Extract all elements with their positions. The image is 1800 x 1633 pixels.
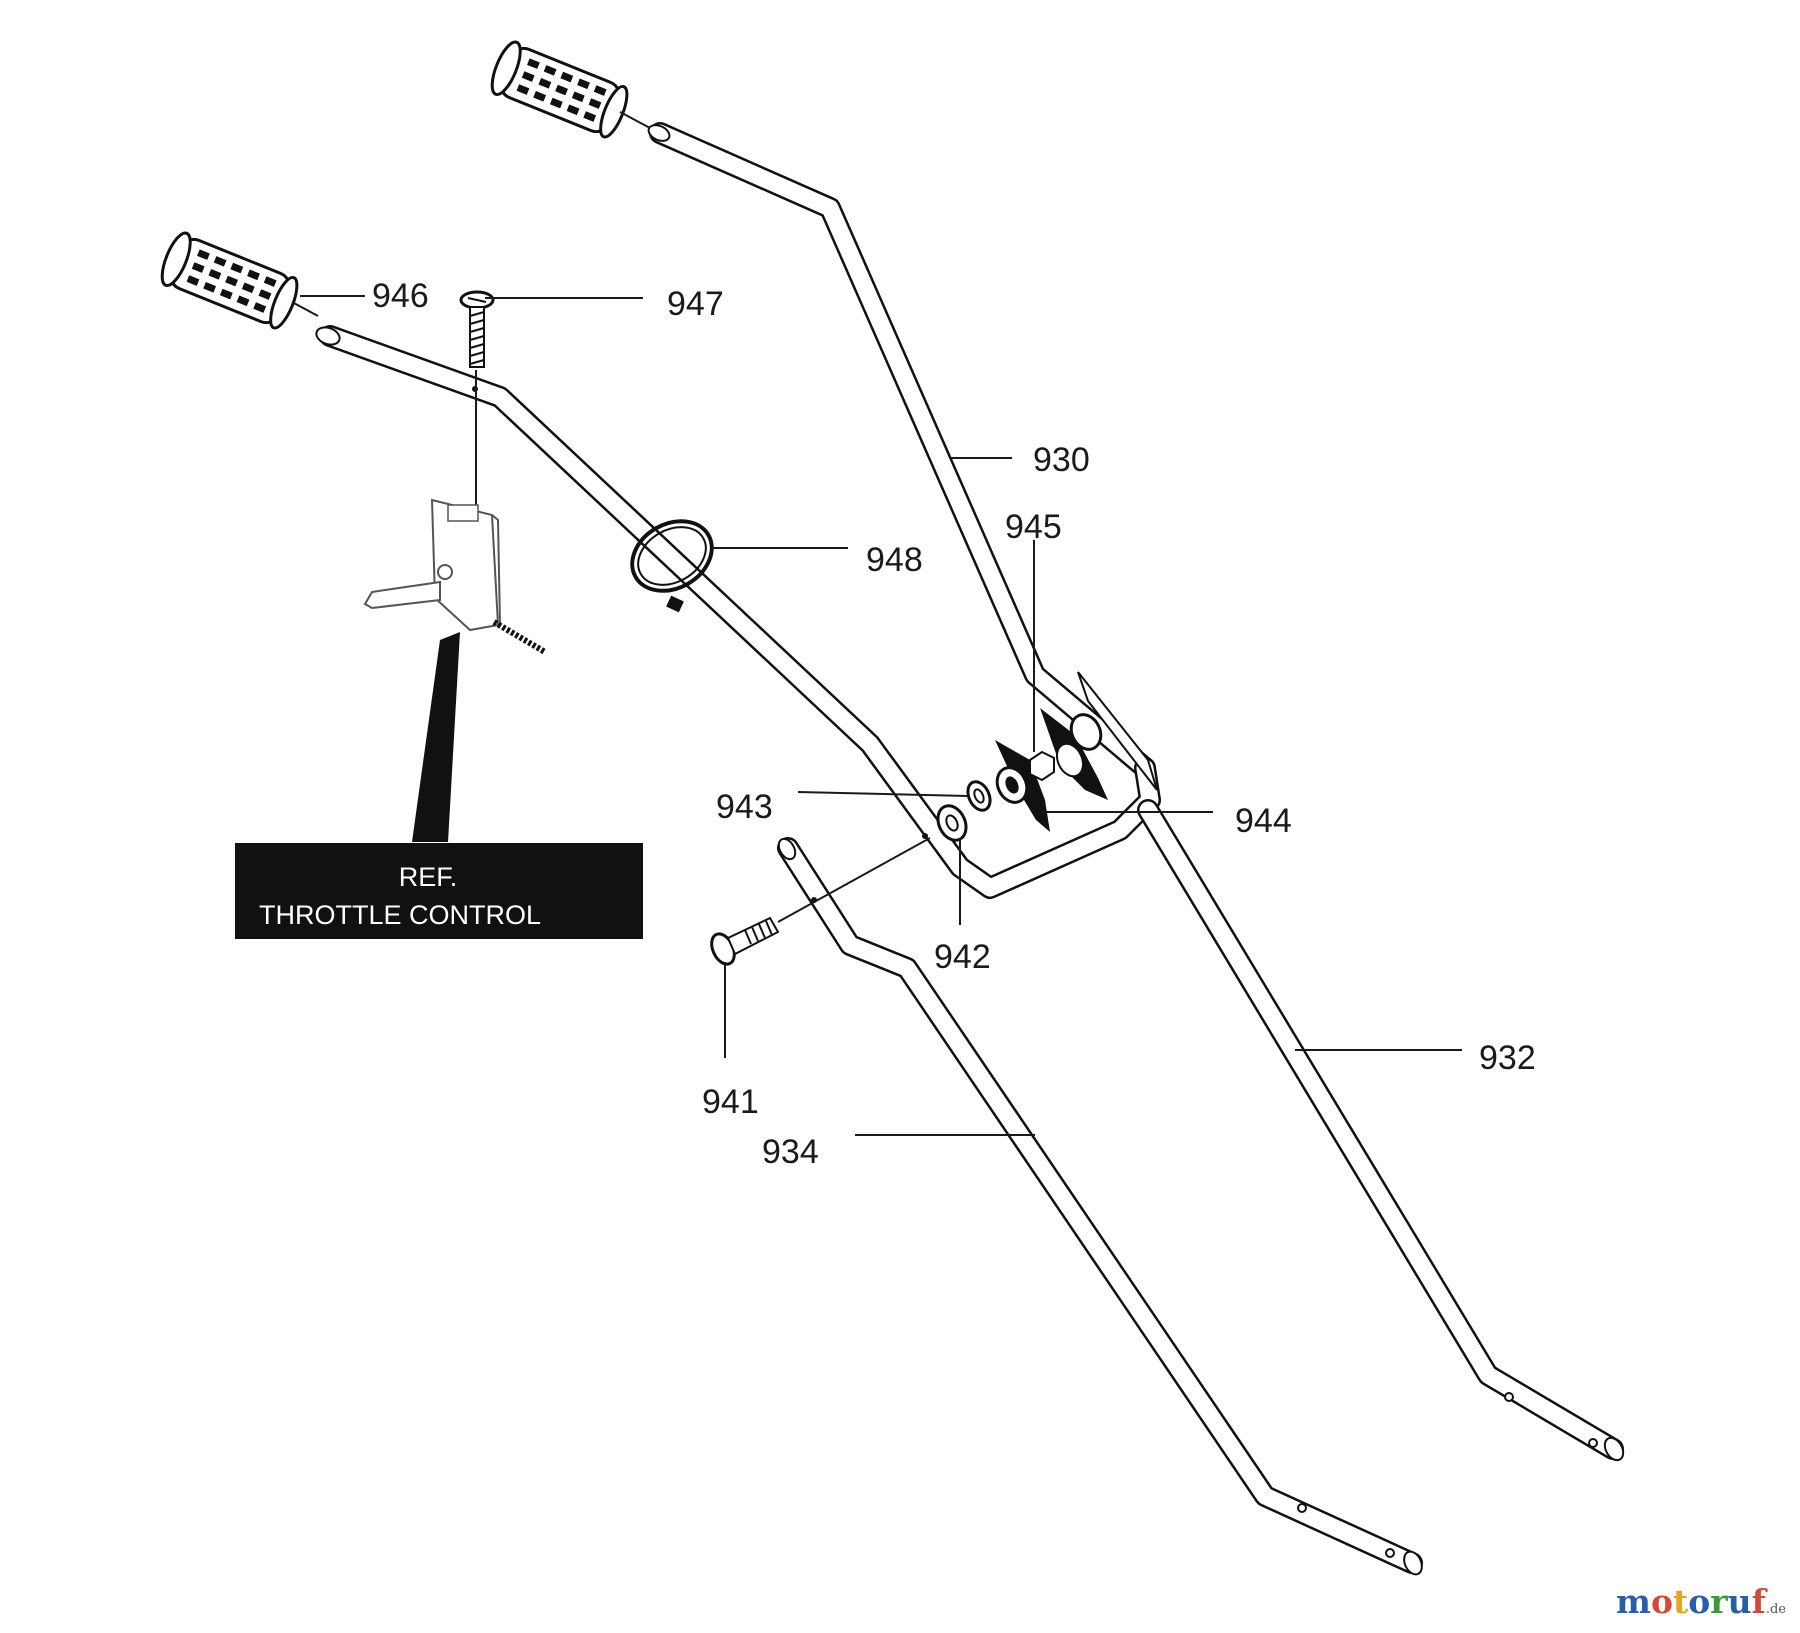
lower-rail-932 [1137,799,1625,1462]
label-941: 941 [702,1083,759,1121]
label-930: 930 [1033,441,1090,479]
knob-944 [995,740,1050,832]
label-944: 944 [1235,802,1292,840]
hand-grip-upper [490,40,629,139]
watermark-letter: f [1751,1582,1766,1621]
screw-947 [459,290,495,368]
label-932: 932 [1479,1039,1536,1077]
ref-title: THROTTLE CONTROL [259,900,541,930]
lower-rail-934 [777,837,1423,1576]
label-934: 934 [762,1133,819,1171]
label-943: 943 [716,788,773,826]
label-945: 945 [1005,508,1062,546]
grip-alignment-line [619,111,651,129]
ref-label: REF. [399,862,458,892]
label-942: 942 [934,938,991,976]
watermark-letter: u [1727,1582,1752,1621]
nut-945 [1029,708,1108,800]
throttle-control [363,498,547,842]
bolt-941 [710,916,780,966]
watermark-letter: o [1688,1582,1711,1621]
watermark-letter: m [1616,1582,1651,1621]
grip-alignment-line [291,301,319,317]
label-947: 947 [667,285,724,323]
leader-lines [300,295,1462,1136]
watermark-dot: . [1765,1602,1770,1617]
motoruf-watermark: motoruf.de [1616,1582,1786,1621]
ref-throttle-control-box: REF. THROTTLE CONTROL [235,843,643,939]
label-946: 946 [372,277,429,315]
watermark-letter: t [1672,1582,1689,1621]
watermark-letter: o [1650,1582,1673,1621]
clamp-948 [630,519,714,613]
watermark-letter: r [1710,1582,1728,1621]
hand-grip-lower [160,231,299,330]
pivot-bracket [1077,671,1158,791]
bolt-alignment-line [777,837,931,923]
watermark-domain: de [1769,1602,1786,1617]
label-948: 948 [866,541,923,579]
washer-943 [966,780,992,812]
